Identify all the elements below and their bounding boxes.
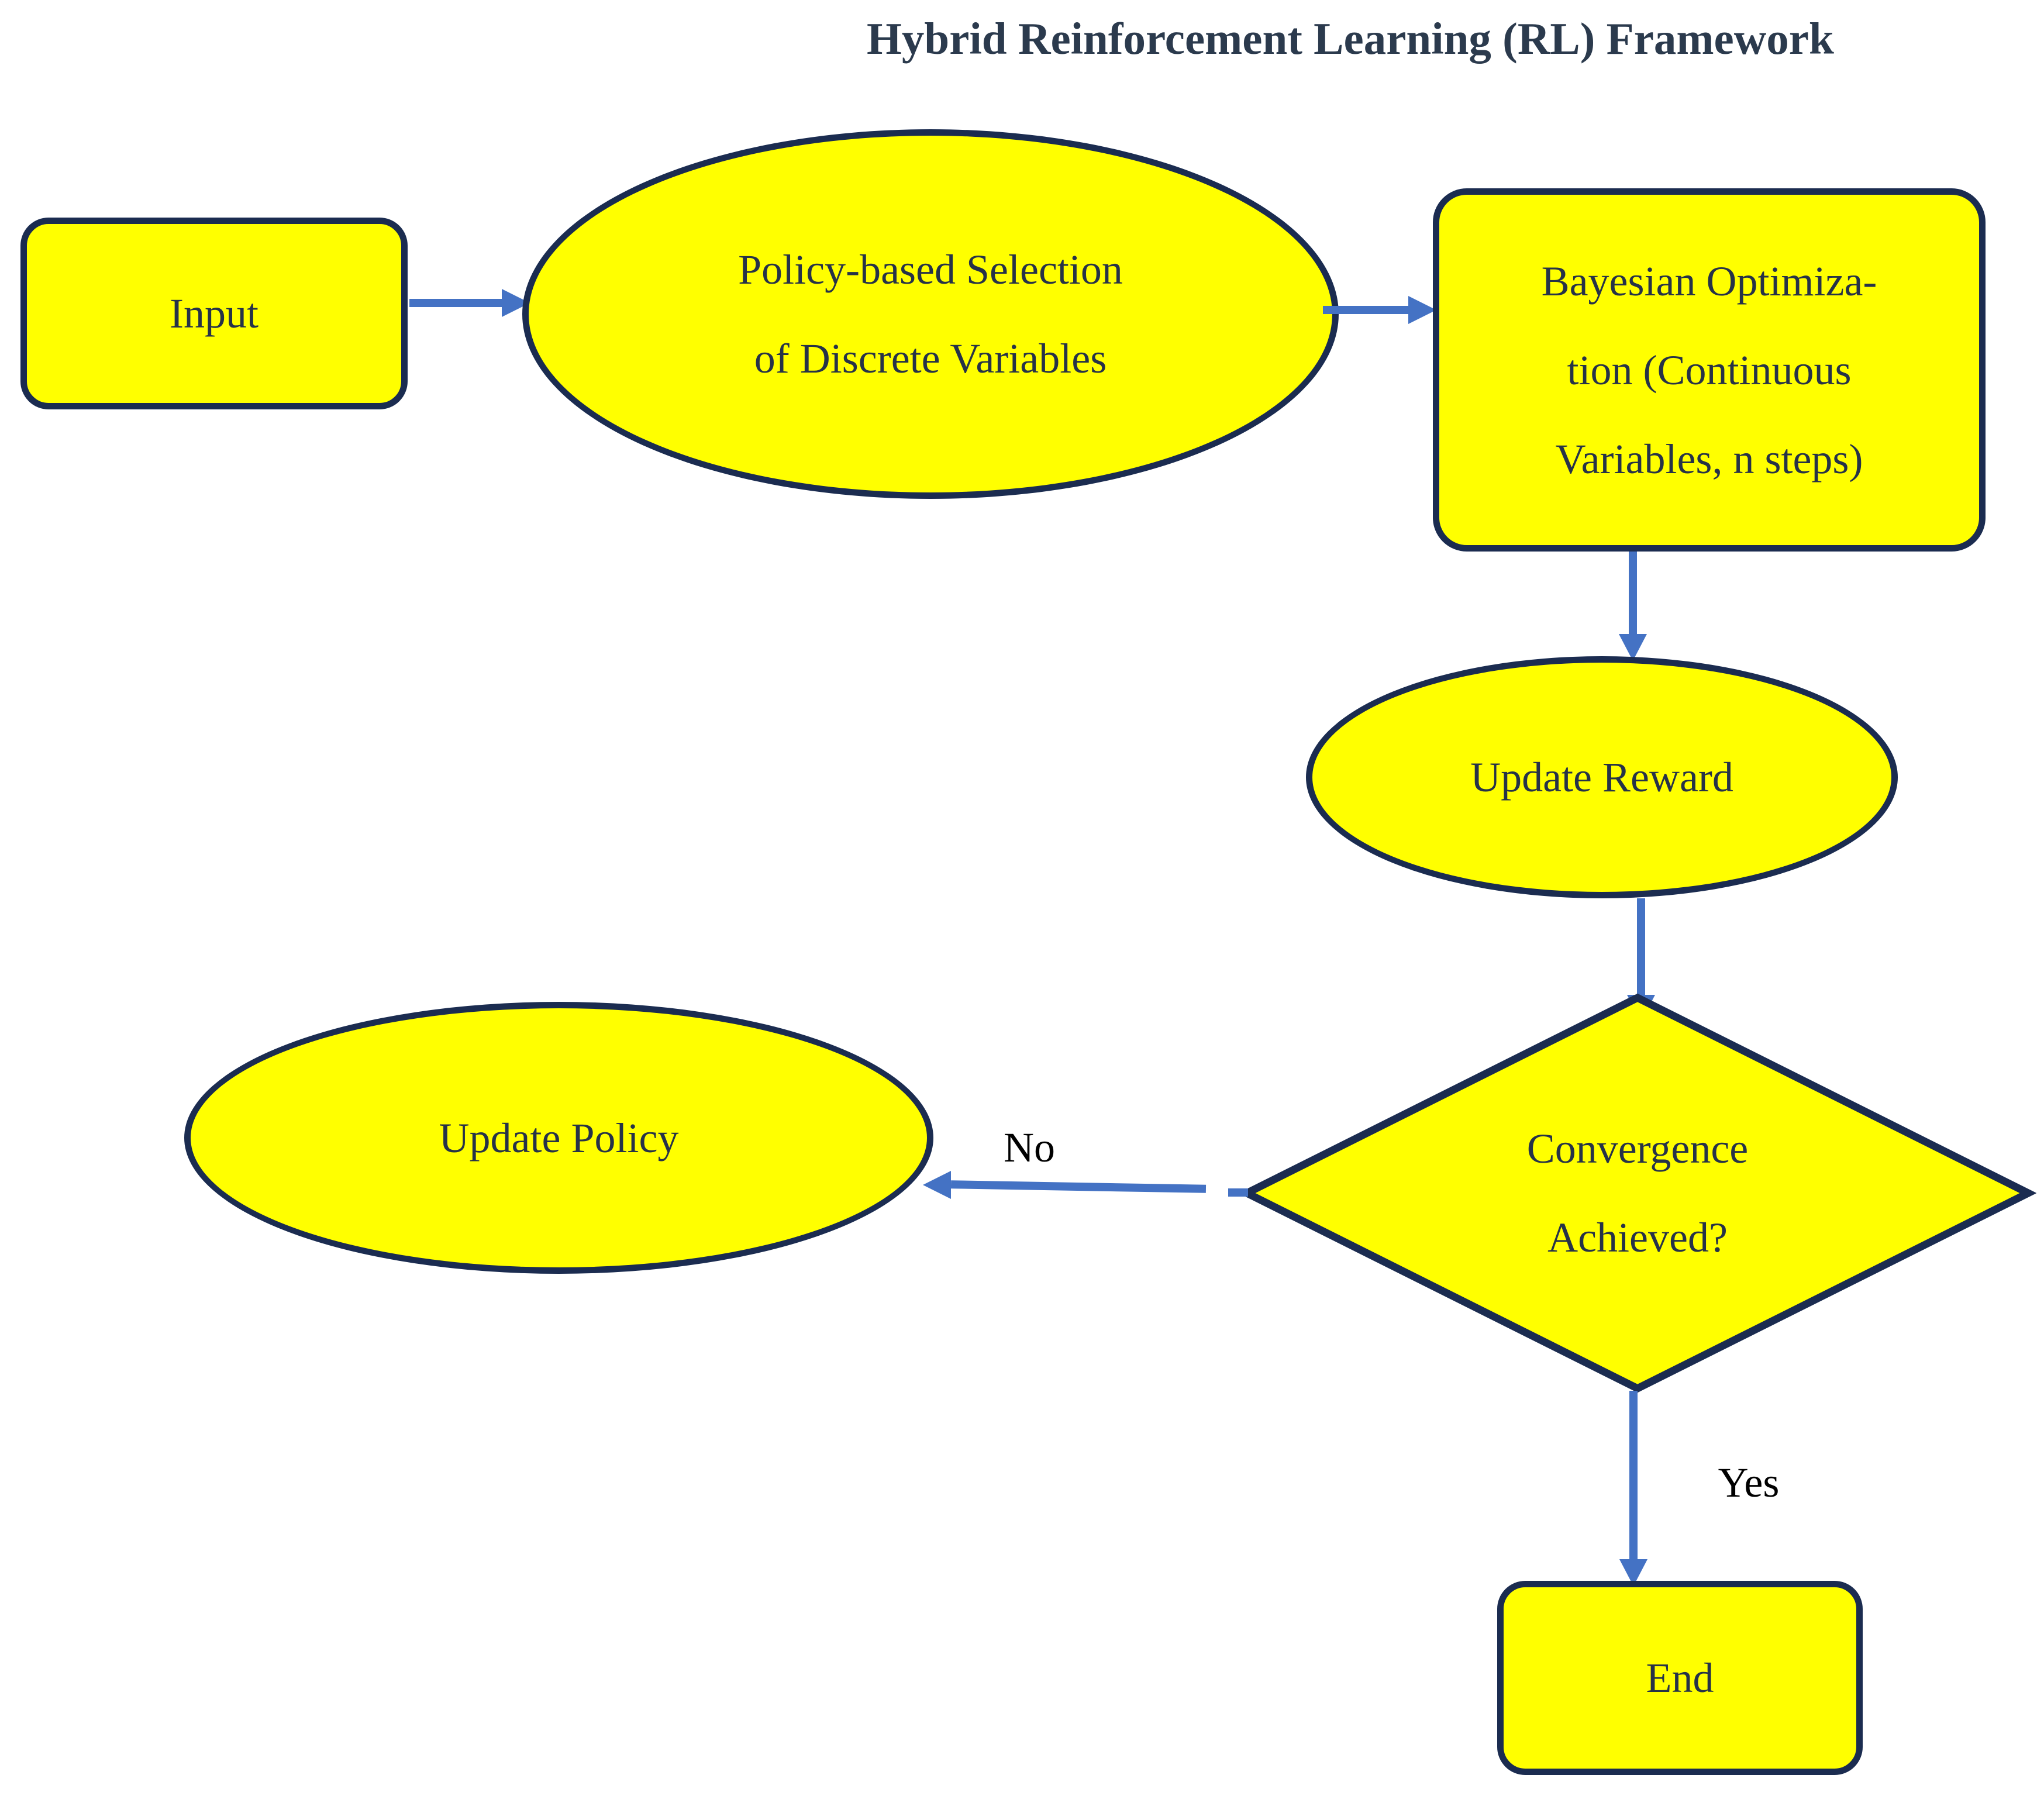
node-policy-selection-line2: of Discrete Variables [754, 335, 1107, 382]
node-end-label: End [1646, 1655, 1714, 1701]
arrow-policy-to-bayesian-head [1408, 296, 1436, 324]
arrow-input-to-policy-shaft [409, 299, 503, 307]
node-bayesian-line3: Variables, n steps) [1555, 435, 1863, 483]
edge-label-no: No [1004, 1124, 1055, 1171]
arrow-yes-shaft [1629, 1391, 1638, 1562]
arrow-reward-to-convergence-shaft [1637, 898, 1645, 998]
arrow-no-stub [1228, 1188, 1248, 1197]
node-input: Input [20, 218, 408, 409]
node-bayesian-line1: Bayesian Optimiza- [1541, 257, 1877, 305]
edge-label-yes: Yes [1718, 1459, 1780, 1506]
node-policy-selection-line1: Policy-based Selection [738, 246, 1123, 293]
node-convergence-text: Convergence Achieved? [1345, 1094, 1930, 1293]
node-update-reward: Update Reward [1306, 656, 1898, 898]
arrow-no-shaft [950, 1180, 1207, 1193]
node-update-policy-label: Update Policy [439, 1114, 679, 1162]
node-bayesian-line2: tion (Continuous [1567, 346, 1852, 394]
arrow-policy-to-bayesian-shaft [1323, 306, 1409, 314]
node-bayesian-optimization: Bayesian Optimiza- tion (Continuous Vari… [1433, 188, 1986, 552]
node-policy-selection: Policy-based Selection of Discrete Varia… [522, 129, 1339, 499]
node-update-reward-label: Update Reward [1470, 754, 1733, 801]
node-convergence-line2: Achieved? [1547, 1214, 1728, 1261]
node-end: End [1497, 1581, 1863, 1775]
node-convergence-diamond-shape [1239, 993, 2036, 1393]
node-update-policy: Update Policy [184, 1002, 933, 1274]
diagram-title: Hybrid Reinforcement Learning (RL) Frame… [867, 13, 1834, 64]
node-input-label: Input [170, 290, 258, 337]
node-convergence-line1: Convergence [1526, 1125, 1749, 1172]
arrow-no-head [923, 1171, 951, 1199]
arrow-bayesian-to-reward-shaft [1629, 552, 1637, 637]
